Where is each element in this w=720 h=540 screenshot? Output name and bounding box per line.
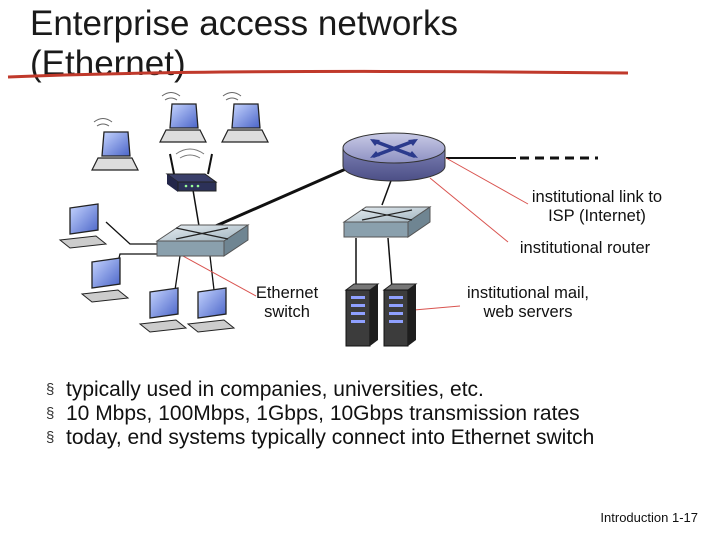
isp-link-label: institutional link to ISP (Internet) <box>512 188 682 226</box>
servers-label-line-1: institutional mail, <box>467 284 589 302</box>
title-line-1: Enterprise access networks <box>30 4 458 43</box>
servers-pointer <box>413 305 461 311</box>
list-item: § typically used in companies, universiti… <box>46 378 696 402</box>
label-pointers <box>171 157 529 311</box>
slide-title: Enterprise access networks (Ethernet) <box>30 4 458 84</box>
ethernet-switch-icon <box>155 224 250 257</box>
switch-label-line-1: Ethernet <box>255 284 319 302</box>
bullet-marker: § <box>46 405 55 422</box>
ethernet-switch-icon <box>342 206 432 238</box>
bullet-text: typically used in companies, universitie… <box>66 378 484 401</box>
switch2-to-pc-low2-link <box>209 255 215 291</box>
switch-label-line-2: switch <box>264 303 310 321</box>
router-to-switch2-link <box>201 166 349 234</box>
router-label: institutional router <box>500 239 670 258</box>
bullet-list: § typically used in companies, universiti… <box>46 378 696 450</box>
slide-footer: Introduction 1-17 <box>600 510 698 525</box>
desktop-pc-icon <box>138 287 188 333</box>
router-to-switch1-link <box>381 177 393 206</box>
list-item: § 10 Mbps, 100Mbps, 1Gbps, 10Gbps transmi… <box>46 402 696 426</box>
bullet-marker: § <box>46 381 55 398</box>
switch-pointer <box>171 249 257 297</box>
laptop-icon <box>221 92 269 143</box>
desktop-pc-icon <box>80 257 130 303</box>
desktop-pc-icon <box>58 203 108 249</box>
bullet-text: 10 Mbps, 100Mbps, 1Gbps, 10Gbps transmis… <box>66 402 580 425</box>
servers-label: institutional mail, web servers <box>440 284 616 322</box>
isp-link-label-line-2: ISP (Internet) <box>548 207 646 225</box>
switch2-to-pc-top-link <box>105 221 158 245</box>
switch2-to-pc-low1-link <box>174 255 181 291</box>
bullet-text: today, end systems typically connect int… <box>66 426 595 449</box>
switch-label: Ethernet switch <box>240 284 334 322</box>
wireless-access-point-icon <box>165 148 218 192</box>
laptop-icon <box>91 118 139 171</box>
router-pointer <box>429 177 509 243</box>
server-icon <box>382 283 418 347</box>
desktop-pc-icon <box>186 287 236 333</box>
list-item: § today, end systems typically connect in… <box>46 426 696 450</box>
servers-label-line-2: web servers <box>483 303 573 321</box>
router-label-text: institutional router <box>519 239 651 257</box>
bullet-marker: § <box>46 429 55 446</box>
server-icon <box>344 283 380 347</box>
isp-pointer <box>445 157 529 205</box>
isp-link-label-line-1: institutional link to <box>531 188 663 206</box>
switch1-to-server2-link <box>387 237 393 289</box>
router-icon <box>342 132 446 182</box>
laptop-icon <box>159 92 207 143</box>
title-underline <box>7 69 629 79</box>
